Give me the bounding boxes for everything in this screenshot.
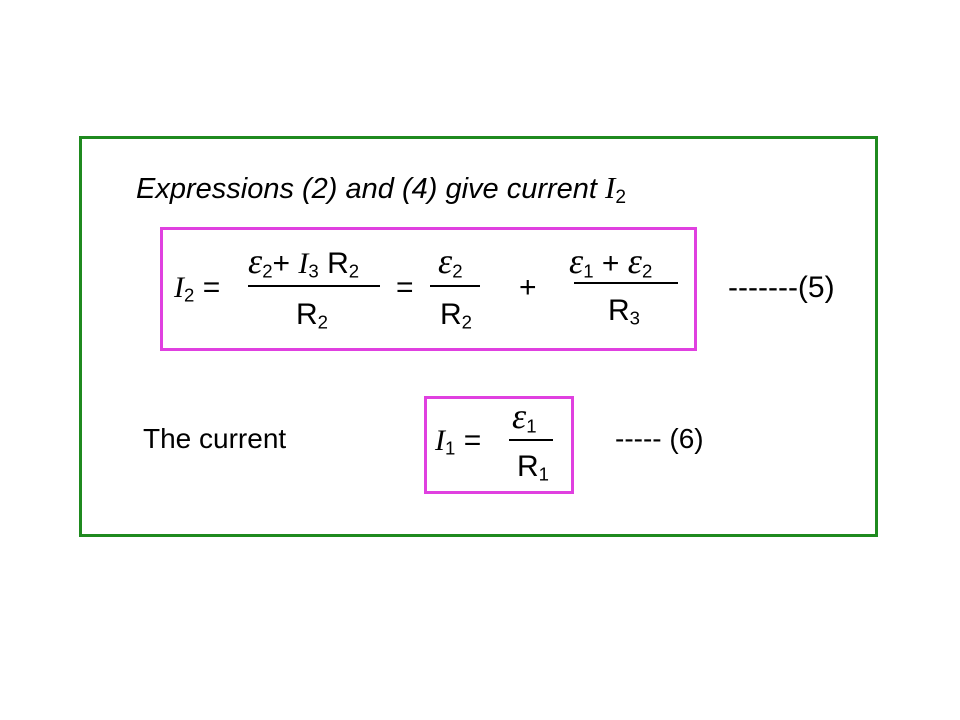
eq5-numerator-3: ε1 + ε2 [569, 241, 653, 282]
eq5-lhs: I2 = [174, 271, 221, 306]
equation-6-label: ----- (6) [615, 423, 704, 454]
eq5-denominator-2: R2 [440, 298, 473, 333]
equation-5-box [160, 227, 697, 351]
heading: Expressions (2) and (4) give current I2 [136, 170, 626, 209]
eq5-numerator-1: ε2+ I3 R2 [248, 241, 360, 282]
eq5-denominator-1: R2 [296, 298, 329, 333]
eq5-fraction-bar-1 [248, 285, 380, 287]
content-frame [79, 136, 878, 537]
eq5-equals-2: = [396, 271, 414, 304]
eq6-numerator: ε1 [512, 396, 537, 437]
eq5-fraction-bar-3 [574, 282, 678, 284]
heading-text: Expressions (2) and (4) give current [136, 173, 597, 205]
eq5-denominator-3: R3 [608, 294, 641, 329]
equation-6-box [424, 396, 574, 494]
eq6-prefix-text: The current [143, 423, 287, 454]
eq5-numerator-2: ε2 [438, 241, 463, 282]
eq5-fraction-bar-2 [430, 285, 480, 287]
eq6-lhs: I1 = [435, 424, 482, 459]
eq5-plus: + [519, 271, 537, 304]
heading-variable: I2 [605, 170, 627, 208]
eq6-denominator: R1 [517, 450, 550, 485]
eq6-fraction-bar [509, 439, 553, 441]
equation-5-label: -------(5) [728, 271, 835, 304]
